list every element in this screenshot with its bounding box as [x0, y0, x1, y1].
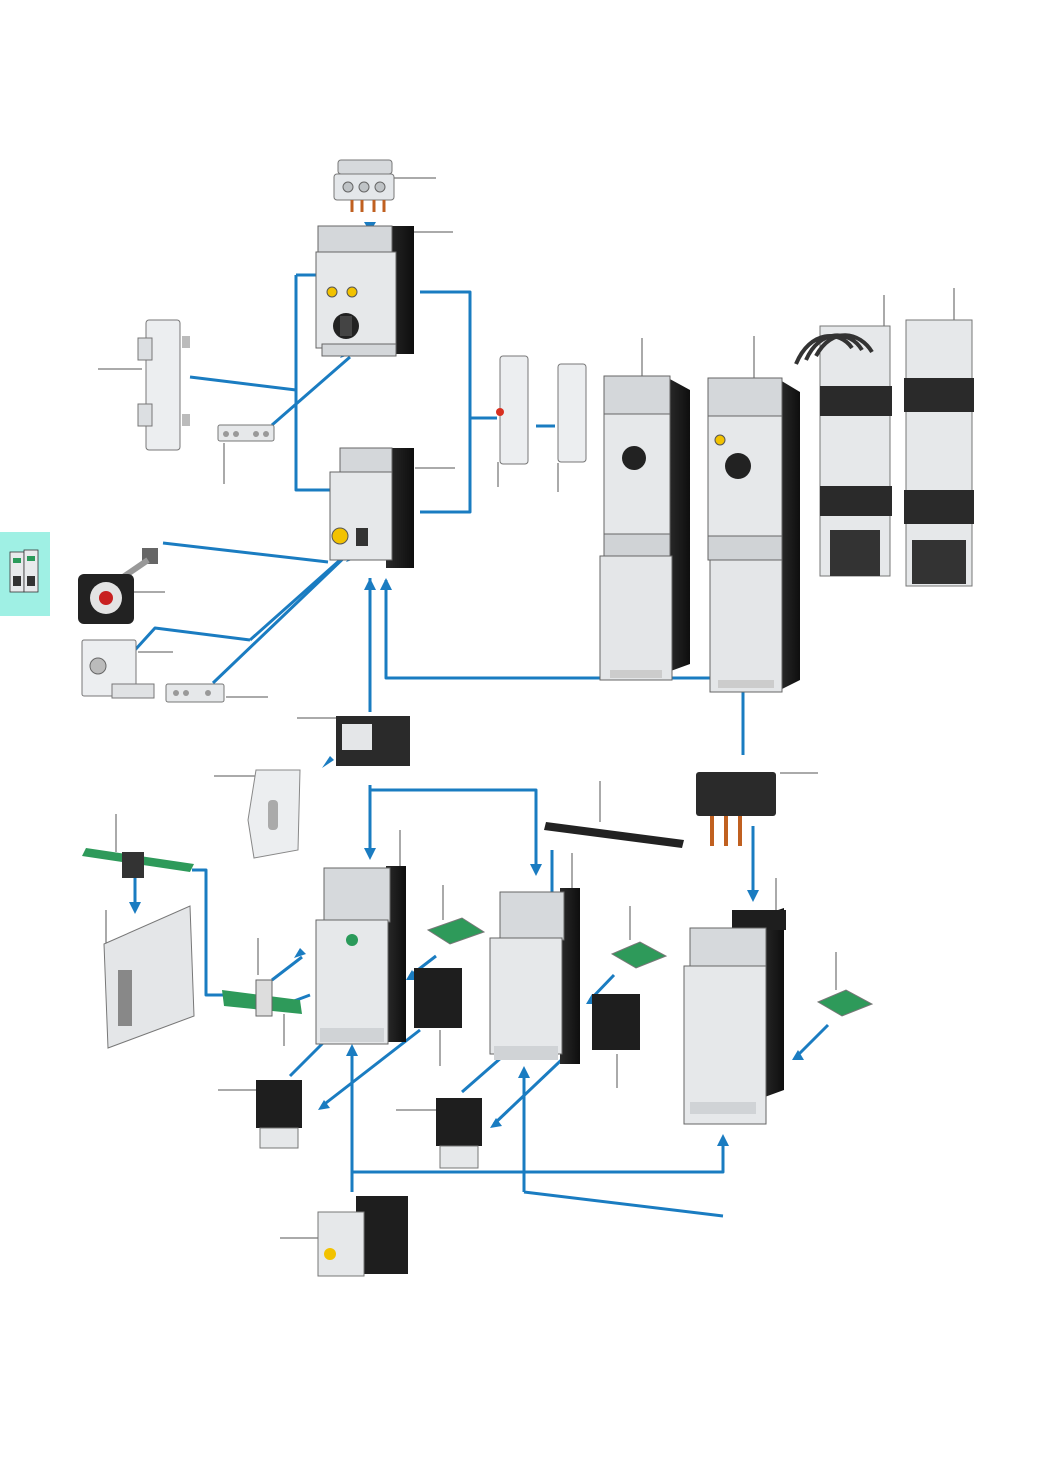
overload-relay-left	[256, 1080, 302, 1149]
motor-starter-combination-2	[707, 377, 800, 693]
motor-starter-combination-1	[599, 375, 690, 681]
link-module	[336, 716, 410, 766]
soft-starter-small	[315, 866, 406, 1045]
phase-adapter-plug	[696, 772, 776, 846]
motor-protective-switch-small	[329, 447, 414, 568]
aux-contact-front-small	[217, 424, 275, 442]
busbar-adapter-cabled	[794, 325, 892, 577]
mechanical-support-plate	[247, 769, 301, 859]
comm-module-1	[426, 917, 486, 945]
three-phase-busbar	[544, 822, 684, 848]
shunt-release	[557, 363, 587, 463]
busbar-adapter-plain	[904, 319, 974, 587]
power-supply-module	[103, 905, 195, 1049]
terminal-adapter-2	[592, 994, 640, 1050]
comm-module-3	[816, 989, 874, 1017]
terminal-block-top	[333, 159, 395, 212]
door-coupling-handle	[78, 548, 158, 624]
connector-lines	[133, 273, 830, 1218]
comm-module-2	[610, 941, 668, 969]
auxiliary-contact-side	[137, 319, 190, 451]
terminal-adapter-1	[414, 968, 462, 1028]
motor-protective-switch-large	[315, 225, 414, 357]
trip-indicating-contact	[496, 355, 529, 465]
padlock-adapter	[81, 639, 155, 699]
side-tab	[0, 532, 50, 616]
soft-starter-medium	[489, 888, 580, 1064]
leader-lines	[98, 177, 955, 1239]
thermal-overload-relay-bottom	[317, 1196, 408, 1277]
aux-contact-front-lower	[165, 683, 225, 703]
overload-relay-middle	[436, 1098, 482, 1169]
soft-starter-large	[683, 908, 786, 1125]
motor-starter-thumbnail-icon	[9, 549, 39, 593]
data-connector-pcb	[82, 848, 194, 878]
pcb-connector-middle	[222, 979, 302, 1017]
